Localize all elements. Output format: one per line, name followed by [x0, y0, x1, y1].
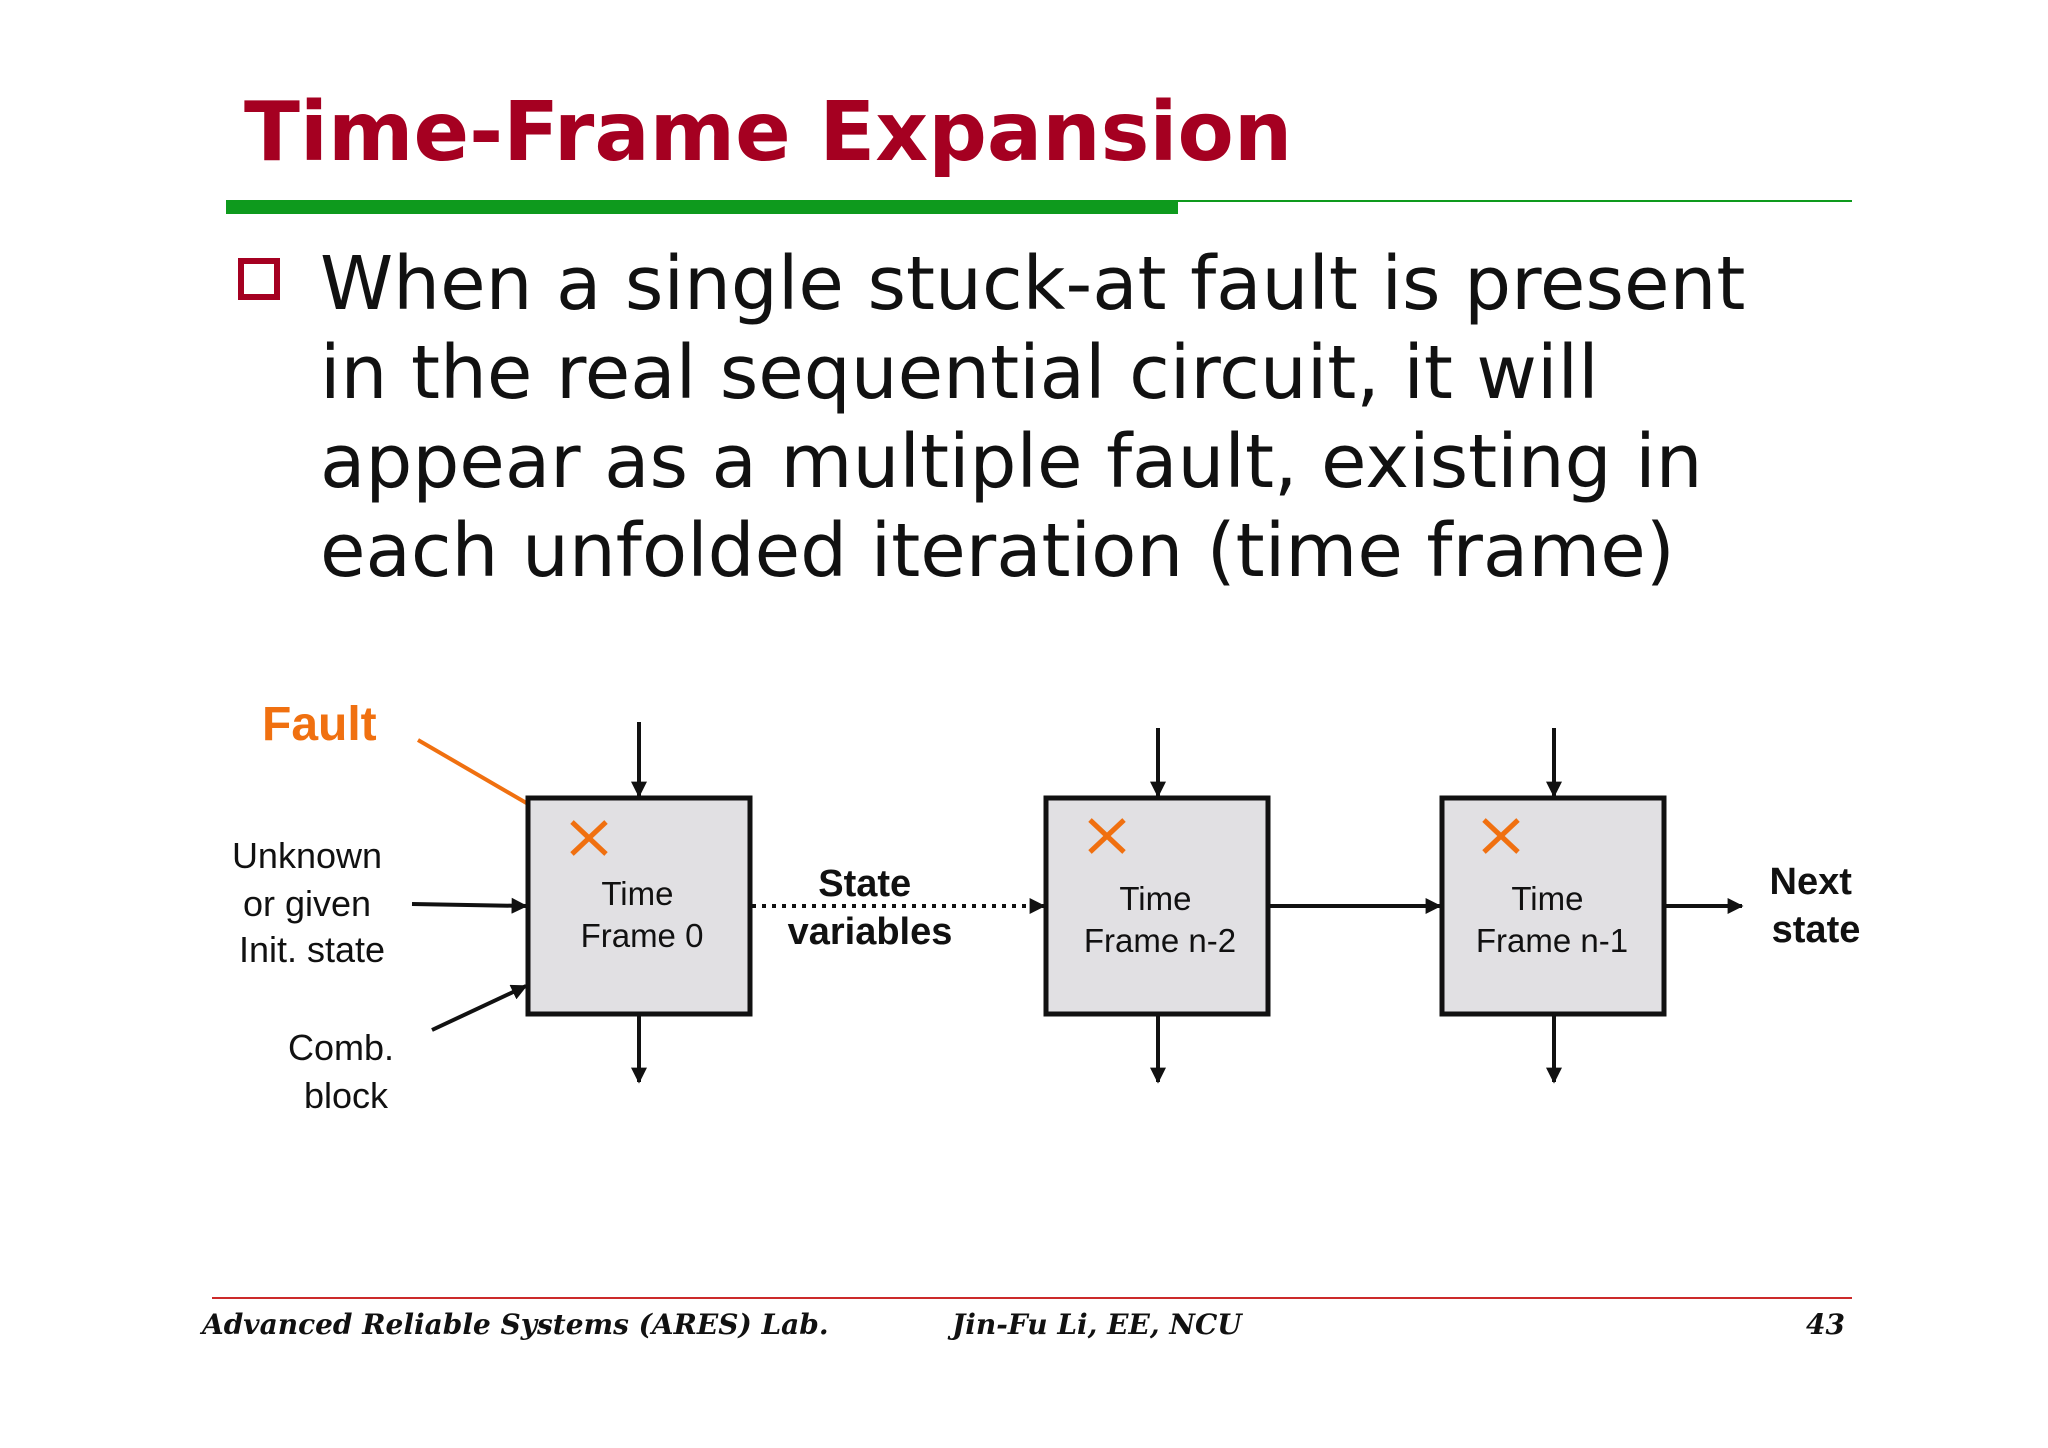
- init-state-arrow: [411, 897, 528, 914]
- fault-x-icon: [570, 820, 608, 856]
- time-frame-0-label: Time Frame 0: [581, 875, 704, 954]
- time-frame-n-1-label: Time Frame n-1: [1476, 880, 1628, 959]
- state-variables-label: State variables: [788, 863, 953, 953]
- title-underline-thick: [226, 200, 1178, 214]
- title-underline-thin: [1178, 200, 1852, 202]
- fault-x-icon: [1482, 818, 1520, 854]
- slide-title: Time-Frame Expansion: [244, 85, 1293, 180]
- bullet-line: appear as a multiple fault, existing in: [320, 419, 1703, 505]
- comb-block-arrow: [431, 984, 528, 1032]
- page-number: 43: [1806, 1308, 1845, 1341]
- bullet-line: When a single stuck-at fault is present: [320, 241, 1746, 327]
- bullet-line: in the real sequential circuit, it will: [320, 330, 1599, 416]
- fault-label: Fault: [262, 698, 377, 751]
- fault-x-icon: [1088, 818, 1126, 854]
- bullet-line: each unfolded iteration (time frame): [320, 508, 1675, 594]
- footer-lab-name: Advanced Reliable Systems (ARES) Lab.: [202, 1308, 829, 1341]
- footer-divider: [212, 1297, 1852, 1299]
- time-frame-n-2-label: Time Frame n-2: [1084, 880, 1236, 959]
- hollow-square-bullet-icon: [238, 258, 280, 300]
- time-frame-n-2-box: [1043, 795, 1271, 1017]
- init-state-label: Unknown or given Init. state: [232, 835, 392, 970]
- footer-author: Jin-Fu Li, EE, NCU: [952, 1308, 1242, 1341]
- time-frame-n-1-box: [1439, 795, 1667, 1017]
- bullet-text: When a single stuck-at fault is present …: [320, 240, 1880, 596]
- time-frame-0-box: [525, 795, 753, 1017]
- comb-block-label: Comb. block: [288, 1027, 404, 1116]
- next-state-label: Next state: [1770, 861, 1863, 951]
